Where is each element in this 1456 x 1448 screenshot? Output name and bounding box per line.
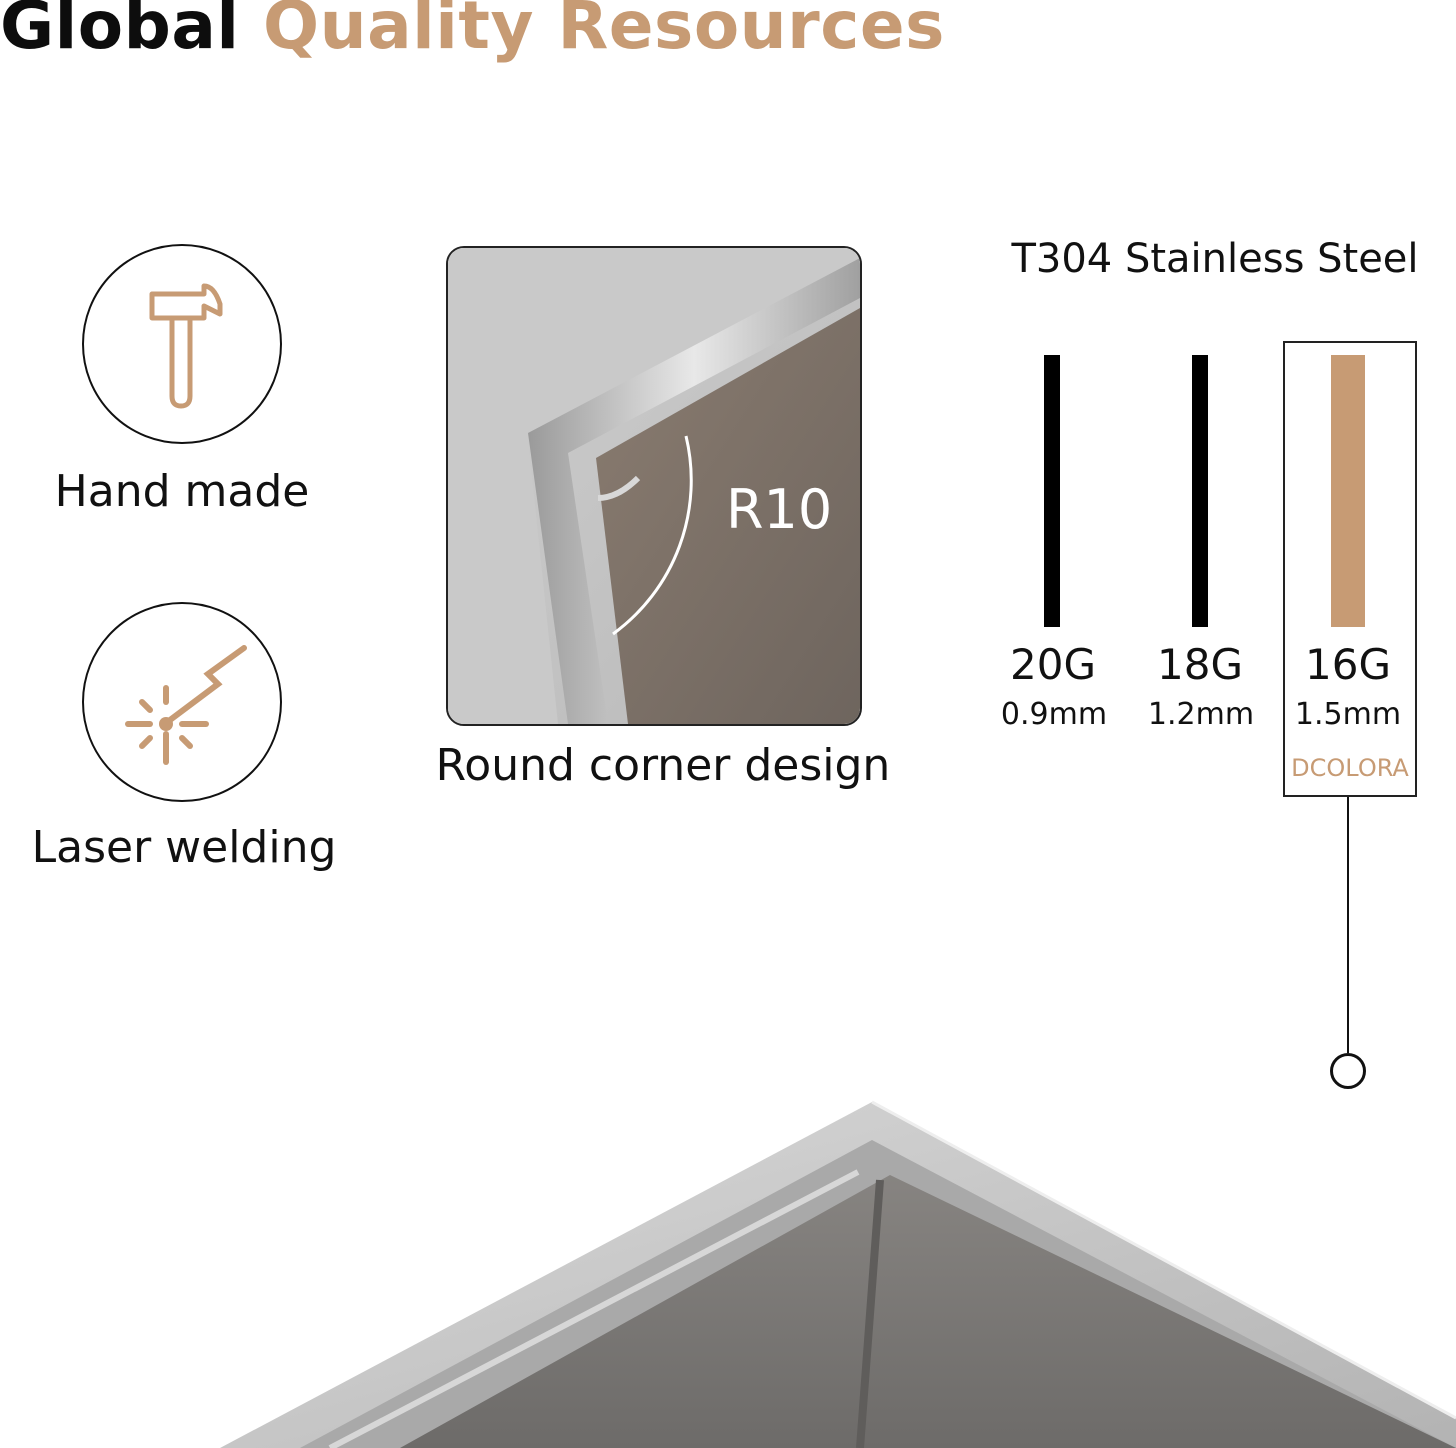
gauge-thickness-20g: 0.9mm	[1000, 697, 1108, 732]
gauge-bar-18g	[1192, 355, 1208, 627]
title-word-quality-resources: Quality Resources	[263, 0, 945, 64]
gauge-bar-16g	[1331, 355, 1365, 627]
gauge-label-16g: 16G	[1305, 640, 1391, 689]
gauge-bar-20g	[1044, 355, 1060, 627]
title-word-global: Global	[0, 0, 240, 64]
selected-gauge-highlight	[1283, 341, 1417, 797]
hammer-icon	[149, 283, 223, 409]
feature-label-laser-welding: Laser welding	[31, 822, 337, 873]
laser-weld-icon-circle	[82, 602, 282, 802]
gauge-label-20g: 20G	[1010, 640, 1096, 689]
leader-line	[1347, 797, 1349, 1053]
hammer-icon-circle	[82, 244, 282, 444]
corner-caption: Round corner design	[435, 740, 891, 791]
gauge-thickness-16g: 1.5mm	[1294, 697, 1402, 732]
brand-mark: DCOLORA	[1291, 754, 1409, 782]
gauge-thickness-18g: 1.2mm	[1147, 697, 1255, 732]
laser-weld-icon	[125, 645, 247, 765]
corner-radius-label: R10	[726, 478, 832, 541]
steel-spec-title: T304 Stainless Steel	[1011, 236, 1419, 282]
gauge-label-18g: 18G	[1157, 640, 1243, 689]
leader-dot	[1330, 1053, 1366, 1089]
feature-label-hand-made: Hand made	[54, 466, 310, 517]
corner-closeup-photo: R10	[446, 246, 862, 726]
page-title: Global Quality Resources	[0, 0, 945, 65]
